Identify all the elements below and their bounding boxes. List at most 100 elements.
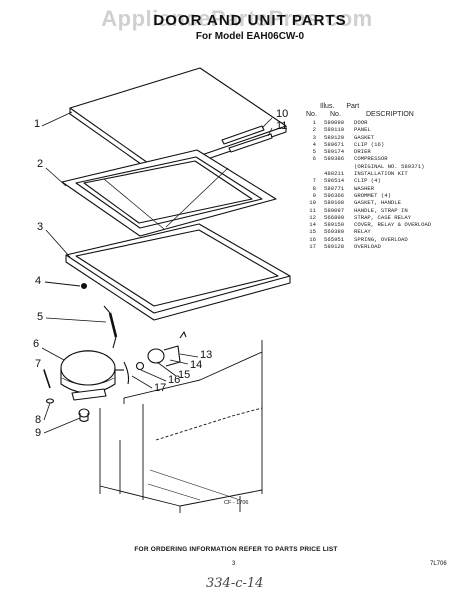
row-illus-number: 8 bbox=[312, 184, 316, 192]
header-col-desc: DESCRIPTION bbox=[366, 111, 414, 118]
page-number: 3 bbox=[232, 561, 236, 567]
table-header-row: No. No. DESCRIPTION bbox=[306, 111, 466, 119]
row-part-number: 589097 bbox=[324, 206, 345, 214]
compressor-part bbox=[60, 350, 124, 401]
callout-10: 10 bbox=[276, 108, 289, 120]
row-illus-number: 1 bbox=[312, 119, 316, 126]
ordering-instruction: FOR ORDERING INFORMATION REFER TO PARTS … bbox=[134, 546, 338, 553]
table-row: 9 596366 GROMMET (4) bbox=[306, 192, 466, 199]
table-row: 6 589386 COMPRESSOR bbox=[306, 155, 466, 162]
callout-5: 5 bbox=[37, 311, 44, 323]
row-part-number: 596366 bbox=[324, 191, 345, 199]
document-number: 7L706 bbox=[430, 561, 447, 567]
row-description: (ORIGINAL NO. 589371) bbox=[354, 162, 425, 170]
row-description: STRAP, CASE RELAY bbox=[354, 213, 412, 221]
callout-9: 9 bbox=[35, 427, 42, 439]
row-illus-number: 2 bbox=[312, 126, 316, 134]
row-part-number: 589150 bbox=[324, 221, 345, 229]
table-row: 8 580771 WASHER bbox=[306, 185, 466, 192]
handwritten-note: 334-c-14 bbox=[206, 576, 264, 591]
row-illus-number bbox=[306, 163, 316, 170]
row-description: SPRING, OVERLOAD bbox=[354, 235, 408, 243]
row-part-number: 589386 bbox=[324, 155, 345, 163]
row-illus-number: 7 bbox=[312, 177, 316, 185]
row-part-number: 480211 bbox=[324, 170, 345, 178]
table-header-top: Illus. Part bbox=[306, 103, 466, 111]
row-part-number: 589128 bbox=[324, 243, 345, 251]
table-row: 480211 INSTALLATION KIT bbox=[306, 170, 466, 177]
handle-part bbox=[221, 125, 273, 153]
page-title: DOOR AND UNIT PARTS bbox=[153, 12, 347, 29]
callout-6: 6 bbox=[33, 338, 40, 350]
row-part-number: 596514 bbox=[324, 177, 345, 185]
row-description: GASKET bbox=[354, 133, 375, 141]
page-subtitle: For Model EAH06CW-0 bbox=[195, 31, 305, 42]
header-col-ill: No. bbox=[306, 111, 317, 118]
table-row: 5 589174 DRIER bbox=[306, 148, 466, 155]
row-part-number: 589174 bbox=[324, 148, 345, 156]
callout-14: 14 bbox=[190, 359, 203, 371]
row-description: WASHER bbox=[354, 184, 375, 192]
callout-2: 2 bbox=[37, 158, 44, 170]
drawing-code: CF - 1706 bbox=[224, 500, 249, 506]
row-description: COMPRESSOR bbox=[354, 155, 388, 163]
callout-17: 17 bbox=[154, 382, 167, 394]
row-description: DRIER bbox=[354, 148, 371, 156]
callout-1: 1 bbox=[34, 118, 41, 130]
row-illus-number bbox=[306, 170, 316, 177]
row-illus-number: 4 bbox=[312, 140, 316, 148]
clip-part bbox=[44, 281, 88, 290]
row-description: RELAY bbox=[354, 228, 371, 236]
table-row: 7 596514 CLIP (4) bbox=[306, 177, 466, 184]
row-illus-number: 10 bbox=[309, 199, 316, 207]
row-part-number: 589119 bbox=[324, 126, 345, 134]
header-col-no: No. bbox=[330, 111, 341, 118]
row-part-number: 589120 bbox=[324, 133, 345, 141]
row-illus-number: 6 bbox=[312, 155, 316, 163]
row-illus-number: 12 bbox=[309, 213, 316, 221]
row-illus-number: 5 bbox=[312, 148, 316, 156]
header-part: Part bbox=[346, 103, 360, 110]
row-part-number: 589108 bbox=[324, 199, 345, 207]
row-part-number: 580771 bbox=[324, 184, 345, 192]
table-row: (ORIGINAL NO. 589371) bbox=[306, 163, 466, 170]
row-description: INSTALLATION KIT bbox=[354, 170, 408, 178]
callout-16: 16 bbox=[168, 374, 181, 386]
relay-overload-part bbox=[123, 331, 187, 385]
callout-4: 4 bbox=[35, 275, 42, 287]
row-description: DOOR bbox=[354, 119, 368, 126]
row-description: CLIP (16) bbox=[354, 140, 385, 148]
watermark-text: AppliancePartsPros.com bbox=[101, 6, 373, 31]
callout-15: 15 bbox=[178, 369, 191, 381]
table-row: 16 565951 SPRING, OVERLOAD bbox=[306, 236, 466, 243]
row-part-number bbox=[324, 163, 354, 170]
row-part-number: 589090 bbox=[324, 119, 345, 126]
row-illus-number: 9 bbox=[312, 191, 316, 199]
header-illus: Illus. bbox=[320, 103, 335, 110]
row-description: HANDLE, STRAP IN bbox=[354, 206, 408, 214]
callout-3: 3 bbox=[37, 221, 44, 233]
panel-part bbox=[61, 149, 277, 237]
callout-11: 11 bbox=[276, 120, 288, 132]
row-description: COVER, RELAY & OVERLOAD bbox=[354, 221, 432, 229]
door-part bbox=[69, 67, 287, 177]
row-part-number: 569380 bbox=[324, 228, 345, 236]
row-illus-number: 17 bbox=[309, 243, 316, 251]
callout-8: 8 bbox=[35, 414, 42, 426]
row-part-number: 565951 bbox=[324, 235, 345, 243]
row-illus-number: 16 bbox=[309, 235, 316, 243]
row-description: PANEL bbox=[354, 126, 371, 134]
gasket-part bbox=[65, 223, 291, 321]
row-description: GROMMET (4) bbox=[354, 191, 391, 199]
row-description: CLIP (4) bbox=[354, 177, 381, 185]
